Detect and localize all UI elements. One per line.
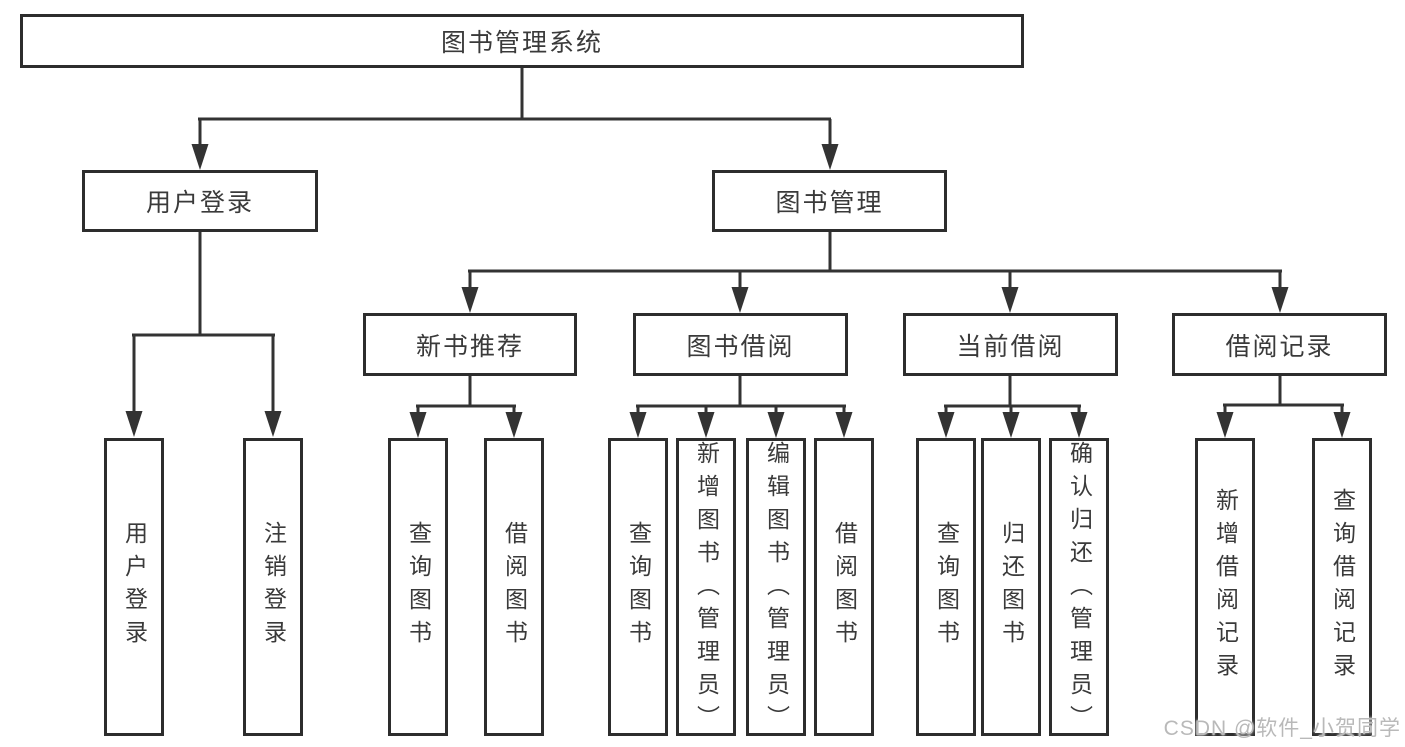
leaf-borrow-books-recommend: 借阅图书 bbox=[484, 438, 544, 736]
leaf-label: 查询图书 bbox=[933, 521, 960, 653]
leaf-user-login: 用户登录 bbox=[104, 438, 164, 736]
csdn-watermark: CSDN @软件_小贺同学 bbox=[1163, 717, 1401, 740]
leaf-label: 借阅图书 bbox=[831, 521, 858, 653]
leaf-label: 归还图书 bbox=[998, 521, 1025, 653]
node-borrow-records: 借阅记录 bbox=[1172, 313, 1387, 376]
leaf-label: 用户登录 bbox=[121, 521, 148, 653]
node-book-management: 图书管理 bbox=[712, 170, 947, 232]
leaf-label: 编辑图书（管理员） bbox=[763, 441, 790, 738]
leaf-label: 新增图书（管理员） bbox=[693, 441, 720, 738]
leaf-add-borrow-record: 新增借阅记录 bbox=[1195, 438, 1255, 736]
node-current-borrow: 当前借阅 bbox=[903, 313, 1118, 376]
leaf-borrow-books: 借阅图书 bbox=[814, 438, 874, 736]
node-new-book-recommend: 新书推荐 bbox=[363, 313, 577, 376]
leaf-label: 注销登录 bbox=[260, 521, 287, 653]
leaf-query-books-current: 查询图书 bbox=[916, 438, 976, 736]
arrowhead-icons bbox=[125, 144, 1351, 438]
node-library-system: 图书管理系统 bbox=[20, 14, 1024, 68]
node-book-borrow: 图书借阅 bbox=[633, 313, 848, 376]
leaf-label: 查询图书 bbox=[405, 521, 432, 653]
leaf-query-books-recommend: 查询图书 bbox=[388, 438, 448, 736]
leaf-logout: 注销登录 bbox=[243, 438, 303, 736]
leaf-query-books: 查询图书 bbox=[608, 438, 668, 736]
leaf-add-books-admin: 新增图书（管理员） bbox=[676, 438, 736, 738]
leaf-label: 借阅图书 bbox=[501, 521, 528, 653]
leaf-return-books: 归还图书 bbox=[981, 438, 1041, 736]
node-user-login: 用户登录 bbox=[82, 170, 318, 232]
leaf-query-borrow-record: 查询借阅记录 bbox=[1312, 438, 1372, 736]
leaf-label: 查询借阅记录 bbox=[1329, 488, 1356, 686]
leaf-label: 查询图书 bbox=[625, 521, 652, 653]
leaf-edit-books-admin: 编辑图书（管理员） bbox=[746, 438, 806, 738]
leaf-confirm-return-admin: 确认归还（管理员） bbox=[1049, 438, 1109, 738]
leaf-label: 确认归还（管理员） bbox=[1066, 441, 1093, 738]
leaf-label: 新增借阅记录 bbox=[1212, 488, 1239, 686]
